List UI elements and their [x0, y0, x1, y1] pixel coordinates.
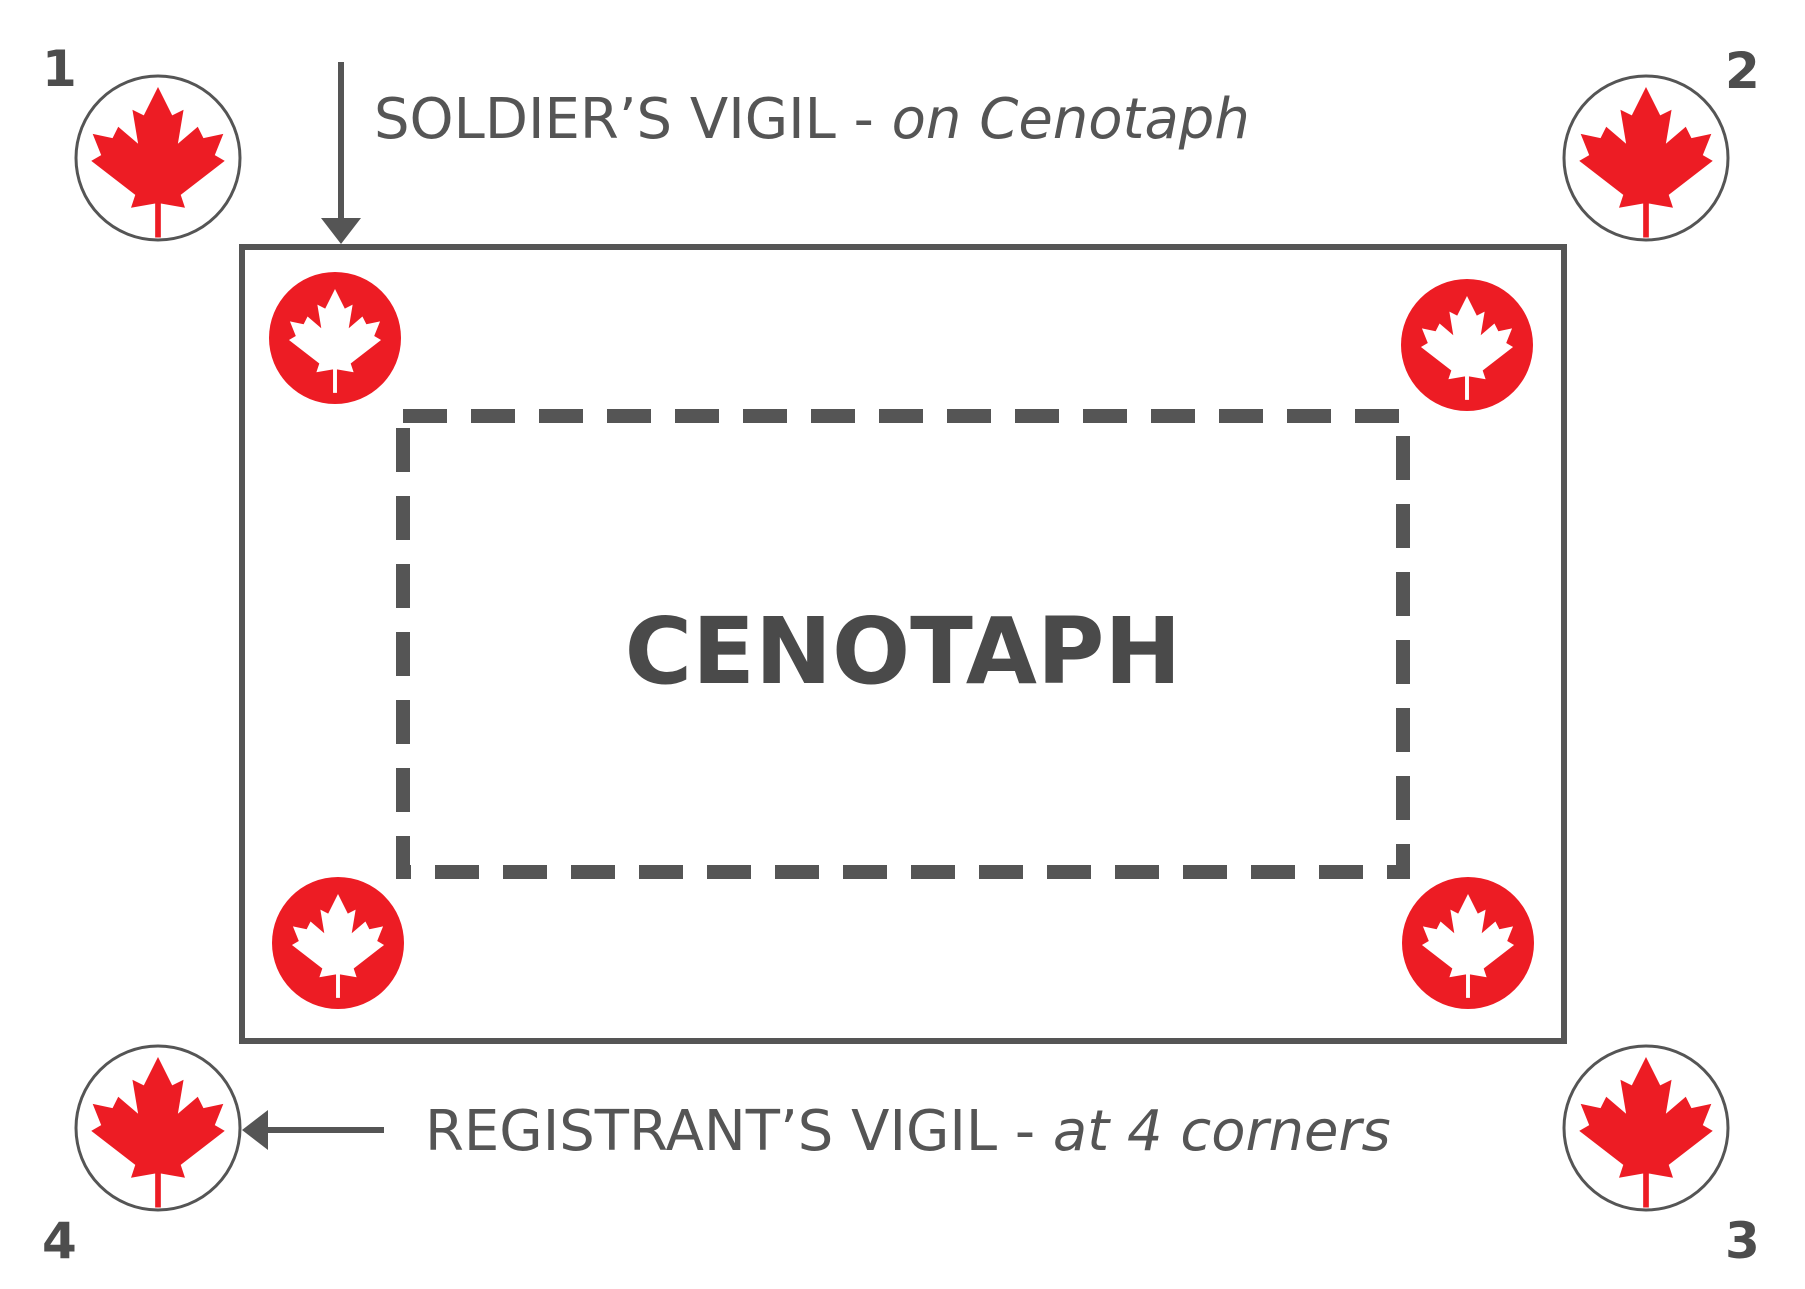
registrant-vigil-location: at 4 corners: [1053, 1099, 1391, 1164]
corner-number-4: 4: [42, 1212, 77, 1270]
soldier-marker-bottom-right: [1402, 877, 1534, 1009]
corner-number-1: 1: [42, 40, 77, 98]
cenotaph-title: CENOTAPH: [625, 598, 1182, 705]
soldier-vigil-location: on Cenotaph: [892, 87, 1250, 152]
cenotaph-dashed-outline: [396, 409, 1410, 879]
corner-number-3: 3: [1725, 1212, 1760, 1270]
registrant-vigil-title: REGISTRANT’S VIGIL -: [425, 1099, 1053, 1164]
soldier-vigil-arrow: [321, 62, 361, 244]
corner-marker-3: [1562, 1044, 1730, 1212]
corner-marker-1: [74, 74, 242, 242]
cenotaph-outer-boundary: [239, 244, 1567, 1044]
soldier-marker-top-right: [1401, 279, 1533, 411]
registrant-vigil-arrow: [242, 1110, 384, 1150]
registrant-vigil-label: REGISTRANT’S VIGIL - at 4 corners: [425, 1099, 1391, 1164]
corner-number-2: 2: [1725, 42, 1760, 100]
corner-marker-4: [74, 1044, 242, 1212]
corner-marker-2: [1562, 74, 1730, 242]
soldier-marker-bottom-left: [272, 877, 404, 1009]
soldier-vigil-title: SOLDIER’S VIGIL -: [374, 87, 892, 152]
soldier-vigil-label: SOLDIER’S VIGIL - on Cenotaph: [374, 87, 1250, 152]
soldier-marker-top-left: [269, 272, 401, 404]
